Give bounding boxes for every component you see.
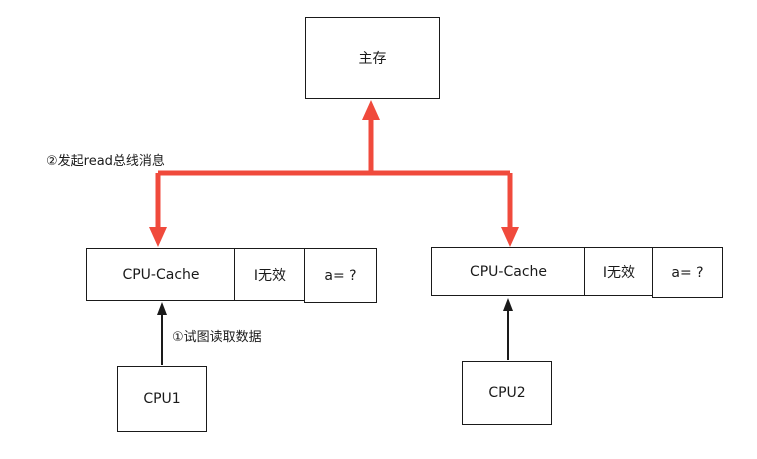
cpu2-cache-label: CPU-Cache bbox=[469, 263, 548, 280]
cpu1-read-arrow bbox=[157, 302, 167, 315]
cpu2-label: CPU2 bbox=[488, 385, 526, 401]
cpu2-cache-state-box: I无效 bbox=[584, 247, 654, 296]
cpu2-cache-box: CPU-Cache bbox=[431, 247, 586, 296]
main-memory-box: 主存 bbox=[305, 17, 440, 99]
cpu2-cache-value-label: a= ? bbox=[671, 264, 704, 281]
cpu2-cache-value-box: a= ? bbox=[652, 247, 723, 298]
bus-message-label: ②发起read总线消息 bbox=[46, 154, 165, 169]
cpu1-cache-state-box: I无效 bbox=[234, 248, 306, 301]
cpu1-cache-value-box: a= ? bbox=[304, 248, 377, 303]
cpu2-box: CPU2 bbox=[462, 361, 552, 425]
bus-arrow-up-main-memory bbox=[362, 100, 380, 120]
cpu2-read-arrow bbox=[503, 298, 513, 311]
cpu1-cache-label: CPU-Cache bbox=[122, 266, 200, 283]
cpu1-cache-value-label: a= ? bbox=[324, 267, 357, 284]
cpu1-cache-state-label: I无效 bbox=[253, 267, 287, 284]
main-memory-label: 主存 bbox=[358, 51, 387, 67]
cpu2-cache-state-label: I无效 bbox=[602, 264, 636, 281]
bus-arrow-down-cache1 bbox=[149, 227, 167, 247]
cpu1-box: CPU1 bbox=[117, 366, 207, 432]
cpu1-label: CPU1 bbox=[143, 391, 181, 407]
bus-arrow-down-cache2 bbox=[501, 227, 519, 247]
bus-line bbox=[155, 116, 513, 230]
cpu1-cache-box: CPU-Cache bbox=[86, 248, 236, 301]
read-attempt-label: ①试图读取数据 bbox=[172, 330, 262, 345]
